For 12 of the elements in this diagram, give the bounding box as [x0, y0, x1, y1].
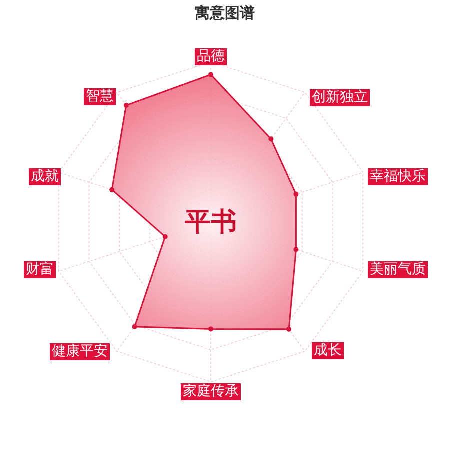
axis-label: 家庭传承 — [181, 384, 241, 400]
axis-label: 成就 — [29, 168, 61, 186]
axis-label: 创新独立 — [310, 90, 370, 106]
axis-label: 成长 — [312, 342, 344, 360]
axis-label: 幸福快乐 — [368, 168, 428, 186]
axis-label: 财富 — [24, 262, 56, 278]
axis-label: 美丽气质 — [368, 262, 428, 278]
center-name: 平书 — [185, 206, 237, 240]
axis-label: 智慧 — [84, 88, 116, 106]
axis-label: 健康平安 — [50, 344, 110, 360]
chart-title: 寓意图谱 — [194, 4, 256, 23]
axis-label: 品德 — [195, 48, 227, 66]
